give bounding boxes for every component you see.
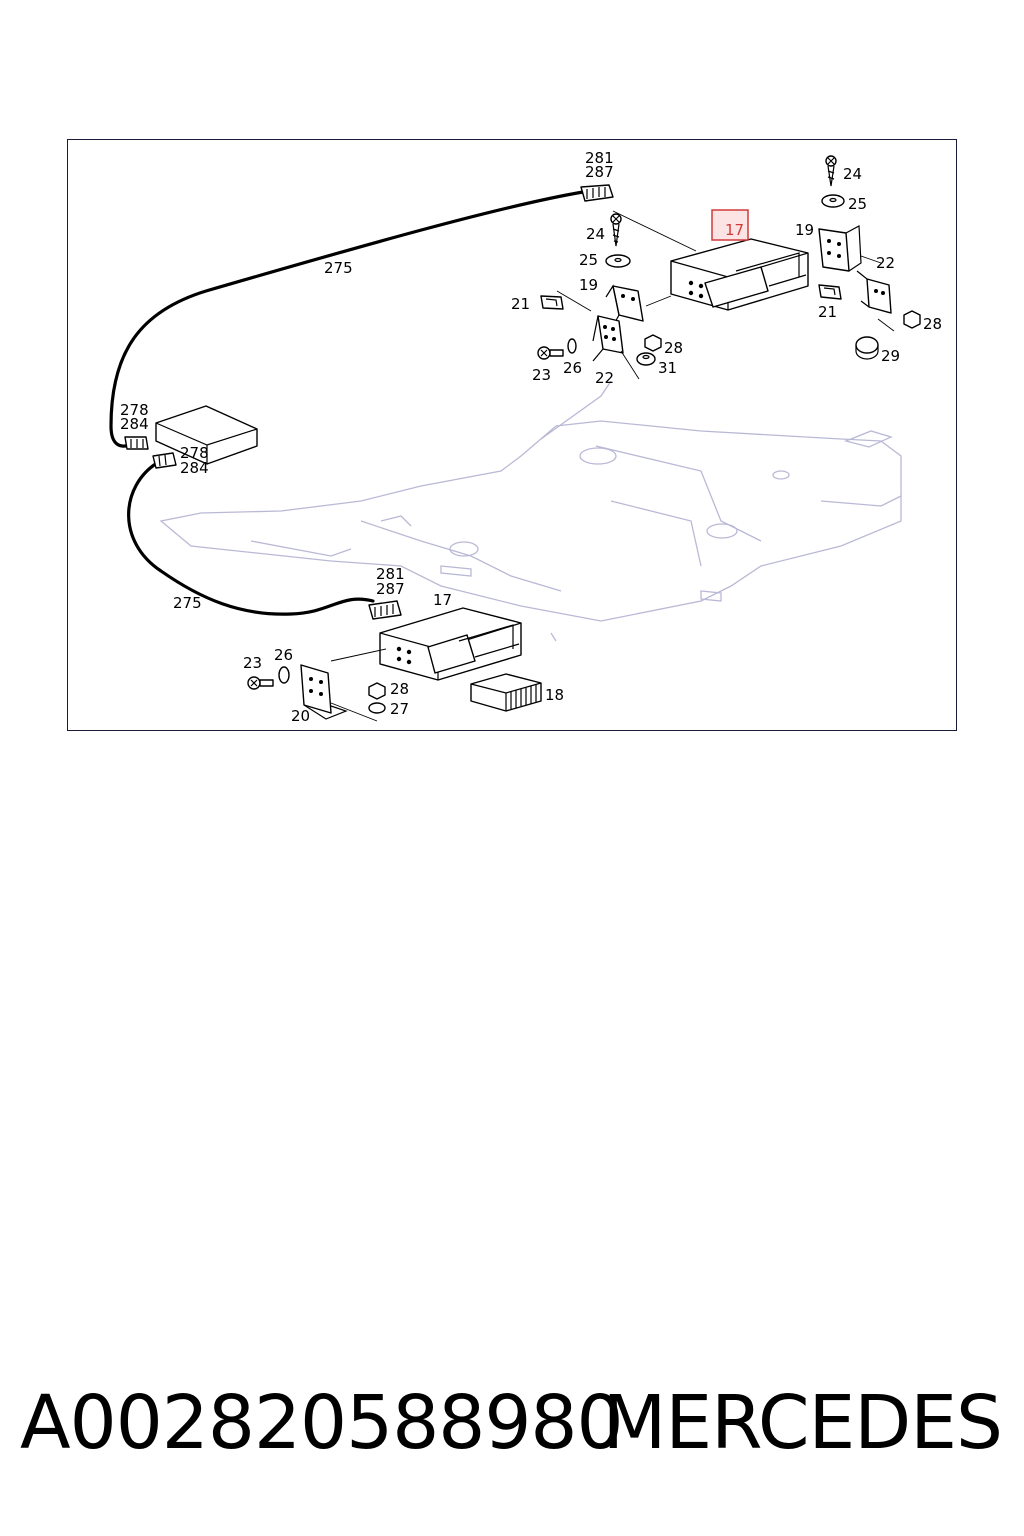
- label-284-left-b: 284: [180, 459, 209, 477]
- label-18-bottom: 18: [545, 686, 564, 704]
- cable-275-top: [109, 190, 585, 448]
- label-24-right: 24: [843, 165, 862, 183]
- label-23-bottom: 23: [243, 654, 262, 672]
- bracket-22-right: [856, 270, 892, 314]
- bracket-22-top: [592, 315, 624, 362]
- magazine-18: [470, 673, 542, 712]
- highlight-box-17: [711, 209, 749, 241]
- label-275-top: 275: [324, 259, 353, 277]
- label-17-bottom: 17: [433, 591, 452, 609]
- control-unit-17-top: [670, 238, 809, 311]
- label-28-right: 28: [923, 315, 942, 333]
- part-number: A002820588980: [20, 1380, 624, 1466]
- label-19-top: 19: [579, 276, 598, 294]
- label-287-bottom: 287: [376, 580, 405, 598]
- label-17-highlighted: 17: [725, 221, 744, 239]
- nut-28-bottom: [368, 682, 386, 700]
- bolt-23-bottom: [247, 676, 274, 690]
- label-281-bottom: 281: [376, 565, 405, 583]
- label-278-left-a: 278: [120, 401, 149, 419]
- label-24-top: 24: [586, 225, 605, 243]
- label-287-top: 287: [585, 163, 614, 181]
- nut-28-right: [903, 310, 921, 329]
- module-left: [155, 405, 258, 465]
- clip-21-right: [818, 284, 842, 300]
- washer-26-bottom: [278, 666, 290, 684]
- label-29-right: 29: [881, 347, 900, 365]
- washer-29-right: [855, 336, 879, 360]
- label-281-top: 281: [585, 149, 614, 167]
- label-22-top: 22: [595, 369, 614, 387]
- label-26-top: 26: [563, 359, 582, 377]
- brand-name: MERCEDES: [602, 1380, 1003, 1466]
- vehicle-floor-outline: [159, 380, 902, 642]
- washer-26-top: [567, 338, 577, 354]
- label-21-right: 21: [818, 303, 837, 321]
- label-22-right: 22: [876, 254, 895, 272]
- bracket-19-right: [818, 225, 862, 272]
- cable-275-bottom: [127, 461, 375, 616]
- screw-24-top: [610, 213, 622, 247]
- screw-24-right: [825, 155, 837, 187]
- label-21-top: 21: [511, 295, 530, 313]
- footer-caption: A002820588980 MERCEDES: [0, 1380, 1024, 1470]
- label-28-bottom: 28: [390, 680, 409, 698]
- label-284-left-a: 284: [120, 415, 149, 433]
- label-20-bottom: 20: [291, 707, 310, 725]
- label-28-top: 28: [664, 339, 683, 357]
- label-19-right: 19: [795, 221, 814, 239]
- label-25-right: 25: [848, 195, 867, 213]
- connector-278-284-a: [124, 436, 149, 450]
- connector-281-287-top: [580, 184, 614, 202]
- washer-27-bottom: [368, 702, 386, 714]
- control-unit-17-bottom: [379, 607, 522, 681]
- exploded-parts-diagram: 281 287 17 24 25 19 21 23 26 22 28 31 24…: [109, 149, 942, 725]
- connector-281-287-bottom: [368, 600, 402, 620]
- label-23-top: 23: [532, 366, 551, 384]
- bracket-20-bottom: [300, 664, 348, 720]
- nut-28-top: [644, 334, 662, 352]
- label-278-left-b: 278: [180, 444, 209, 462]
- diagram-frame: 281 287 17 24 25 19 21 23 26 22 28 31 24…: [67, 139, 957, 731]
- connector-278-284-b: [152, 452, 177, 469]
- clip-21-top: [540, 295, 564, 310]
- label-26-bottom: 26: [274, 646, 293, 664]
- label-275-bottom: 275: [173, 594, 202, 612]
- label-25-top: 25: [579, 251, 598, 269]
- label-27-bottom: 27: [390, 700, 409, 718]
- bolt-23-top: [537, 346, 564, 360]
- label-31-top: 31: [658, 359, 677, 377]
